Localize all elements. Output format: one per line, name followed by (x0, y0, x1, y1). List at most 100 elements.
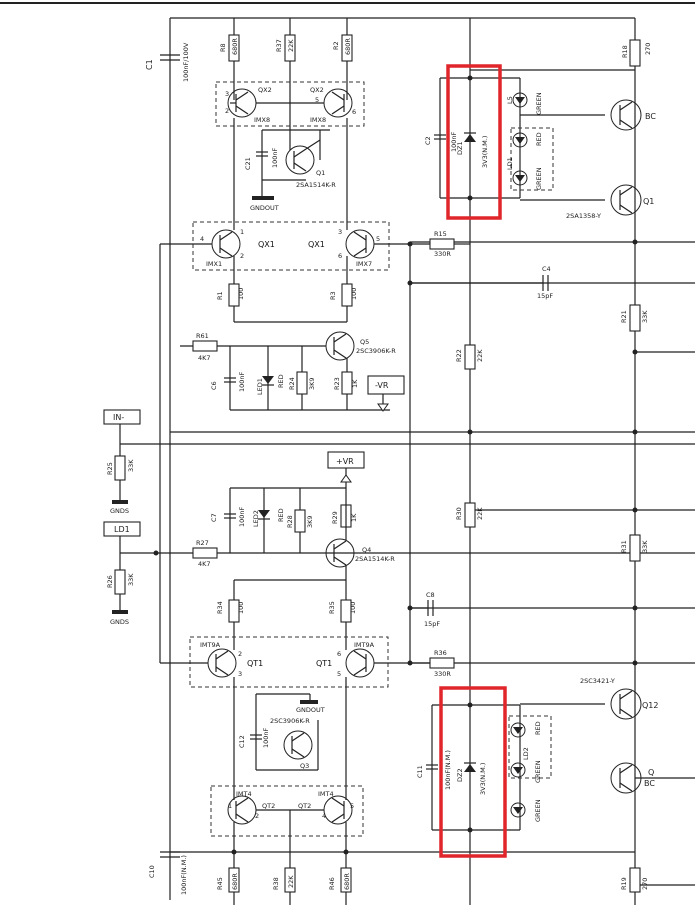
in-minus-label: IN- (113, 413, 124, 422)
r34-value: 100 (237, 602, 245, 614)
r35-value: 100 (349, 602, 357, 614)
imx8-left-label: IMX8 (254, 116, 270, 124)
r29-value: 1K (350, 513, 358, 522)
r1-label: R1 (216, 291, 224, 300)
r15-value: 330R (434, 250, 451, 258)
imt9a-left-label: IMT9A (200, 641, 221, 649)
c1-value: 100nF/100V (182, 42, 190, 82)
r2-value: 680R (344, 38, 352, 55)
red2-label: RED (277, 508, 285, 522)
gnds-bottom-label: GNDS (110, 618, 129, 626)
pin-1-qt2: 1 (228, 802, 232, 810)
bc-bottom-label: BC (644, 779, 655, 788)
green4-label: GREEN (534, 799, 542, 822)
c21-label: C21 (244, 157, 252, 170)
imt4-left-label: IMT4 (236, 790, 252, 798)
r37-label: R37 (275, 39, 283, 52)
r25-label: R25 (106, 462, 114, 475)
c2-label: C2 (424, 136, 432, 145)
c11-value: 100nF(N.M.) (444, 750, 452, 790)
c7-value: 100nF (238, 506, 246, 527)
l5-label: L5 (506, 96, 514, 104)
r8-label: R8 (219, 43, 227, 52)
gndout-bottom-label: GNDOUT (296, 706, 325, 714)
c7-label: C7 (210, 513, 218, 522)
q3-label: Q3 (300, 762, 309, 770)
r21-value: 33K (641, 310, 649, 323)
dz2-label: DZ2 (456, 768, 464, 782)
pin-4-qt2: 4 (322, 812, 326, 820)
q4-part: 2SA1514K-R (355, 555, 395, 563)
r3-label: R3 (329, 291, 337, 300)
pin-3-qt1: 3 (238, 670, 242, 678)
r46-value: 680R (343, 873, 351, 890)
r34-label: R34 (216, 601, 224, 614)
ld2-label: LD2 (522, 747, 530, 760)
imt9a-right-label: IMT9A (354, 641, 375, 649)
r30-label: R30 (455, 507, 463, 520)
imx8-right-label: IMX8 (310, 116, 326, 124)
r25-value: 33K (127, 459, 135, 472)
r46-label: R46 (328, 877, 336, 890)
pin-3-qx1: 3 (338, 228, 342, 236)
r30-value: 22K (476, 507, 484, 520)
r61-value: 4K7 (198, 354, 211, 362)
gndout-top-label: GNDOUT (250, 204, 279, 212)
q3-part: 2SC3906K-R (270, 717, 310, 725)
q-bottom-label: Q (648, 768, 654, 777)
q11-label: Q1 (643, 197, 654, 206)
r26-value: 33K (127, 573, 135, 586)
r24-value: 3K9 (308, 377, 316, 390)
r35-label: R35 (328, 601, 336, 614)
r1-value: 100 (237, 288, 245, 300)
r45-label: R45 (216, 877, 224, 890)
c6-value: 100nF (238, 371, 246, 392)
r23-value: 1K (351, 379, 359, 388)
green3-label: GREEN (534, 760, 542, 783)
c1-label: C1 (145, 59, 154, 70)
r27-value: 4K7 (198, 560, 211, 568)
pin-1-qx1: 1 (240, 228, 244, 236)
qx2-right-label: QX2 (310, 86, 324, 94)
imt4-right-label: IMT4 (318, 790, 334, 798)
q11-part: 2SA1358-Y (566, 212, 601, 220)
r26-label: R26 (106, 575, 114, 588)
r31-label: R31 (620, 540, 628, 553)
q12-label: Q12 (642, 701, 658, 710)
pin-3-top: 3 (225, 90, 229, 98)
green1-label: GREEN (535, 92, 543, 115)
r23-label: R23 (333, 377, 341, 390)
q4-label: Q4 (362, 546, 371, 554)
c8-label: C8 (426, 591, 435, 599)
red1-label: RED (277, 374, 285, 388)
pin-4-qx1: 4 (200, 235, 204, 243)
pin-2-qx1: 2 (240, 252, 244, 260)
dz1-value: 3V3(N.M.) (481, 136, 489, 168)
r21-label: R21 (620, 310, 628, 323)
r8-value: 680R (231, 38, 239, 55)
q5-label: Q5 (360, 338, 369, 346)
red3-label: RED (535, 132, 543, 146)
c4-label: C4 (542, 265, 551, 273)
ld1b-label: LD1 (506, 157, 514, 170)
r36-label: R36 (434, 649, 447, 657)
r28-label: R28 (286, 515, 294, 528)
r37-value: 22K (287, 39, 295, 52)
c12-label: C12 (238, 735, 246, 748)
green2-label: GREEN (535, 167, 543, 190)
c11-label: C11 (416, 765, 424, 778)
led2-label: LED2 (252, 510, 260, 527)
qx1-left-label: QX1 (258, 240, 275, 249)
pin-6-top: 6 (352, 108, 356, 116)
pin-5-qx1: 5 (376, 235, 380, 243)
qt1-right-label: QT1 (316, 659, 332, 668)
q1-label: Q1 (316, 169, 325, 177)
component-labels: C1 100nF/100V R8 680R R37 22K R2 680R QX… (106, 38, 658, 895)
c12-value: 100nF (262, 727, 270, 748)
gnds-top-label: GNDS (110, 507, 129, 515)
dz2-value: 3V3(N.M.) (479, 763, 487, 795)
bc-top-label: BC (645, 112, 656, 121)
r22-label: R22 (455, 349, 463, 362)
